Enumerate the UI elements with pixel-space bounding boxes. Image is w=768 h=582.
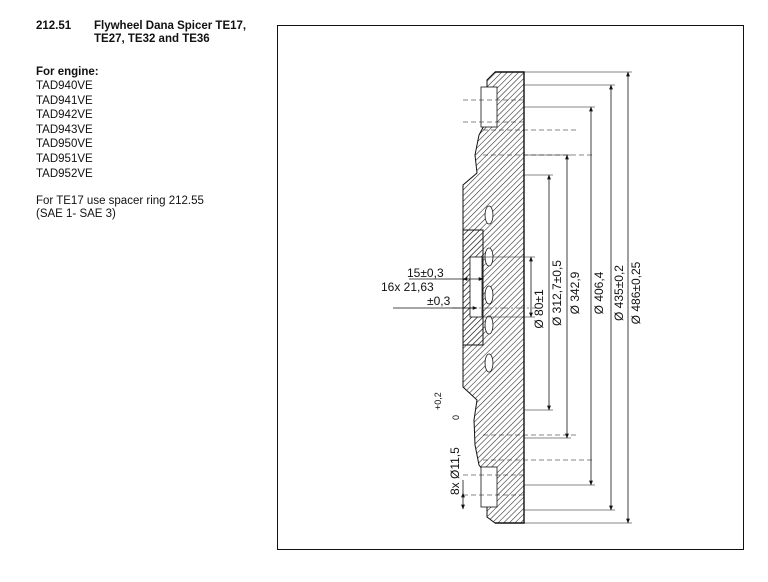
section-title: Flywheel Dana Spicer TE17, TE27, TE32 an… bbox=[94, 20, 268, 46]
section-title-line2: TE27, TE32 and TE36 bbox=[94, 33, 210, 45]
hub-bore bbox=[469, 256, 483, 318]
drawing-frame bbox=[277, 25, 744, 550]
engine-item: TAD943VE bbox=[36, 123, 93, 136]
ring-gear-bottom bbox=[480, 466, 498, 508]
dim-bolt-tol-lower: 0 bbox=[451, 415, 461, 420]
dim-holes-tol: ±0,3 bbox=[427, 294, 451, 308]
technical-drawing: Ø 80±1 Ø 312,7±0,5 Ø 342,9 Ø 406,4 Ø 435… bbox=[277, 25, 744, 550]
dimension-lines bbox=[529, 71, 630, 524]
engine-heading: For engine: bbox=[36, 66, 99, 78]
engine-item: TAD940VE bbox=[36, 80, 93, 92]
engine-item: TAD952VE bbox=[36, 167, 93, 180]
dim-bolt-tol-upper: +0,2 bbox=[433, 392, 443, 410]
dim-d312: Ø 312,7±0,5 bbox=[550, 260, 564, 326]
engine-item: TAD942VE bbox=[36, 109, 93, 122]
engine-item: TAD951VE bbox=[36, 152, 93, 165]
web-openings bbox=[484, 205, 494, 373]
hidden-lines bbox=[463, 99, 592, 496]
dim-holes-count: 16x 21,63 bbox=[381, 280, 434, 294]
engine-item: TAD941VE bbox=[36, 94, 93, 107]
extension-lines bbox=[483, 71, 632, 524]
drawing-svg: Ø 80±1 Ø 312,7±0,5 Ø 342,9 Ø 406,4 Ø 435… bbox=[277, 25, 744, 550]
dim-offset: 15±0,3 bbox=[407, 266, 444, 280]
dim-d406: Ø 406,4 bbox=[592, 271, 606, 314]
dim-bolt-holes: 8x Ø11,5 bbox=[448, 447, 462, 495]
ring-gear-top bbox=[480, 86, 498, 128]
section-number: 212.51 bbox=[36, 20, 72, 32]
spacer-note: For TE17 use spacer ring 212.55 (SAE 1- … bbox=[36, 195, 204, 221]
engine-list: TAD940VE TAD941VE TAD942VE TAD943VE TAD9… bbox=[36, 79, 268, 181]
text-column: 212.51 Flywheel Dana Spicer TE17, TE27, … bbox=[36, 20, 268, 221]
flywheel-face bbox=[495, 71, 525, 524]
section-title-line1: Flywheel Dana Spicer TE17, bbox=[94, 20, 247, 32]
engine-item: TAD950VE bbox=[36, 138, 93, 151]
dim-d435: Ø 435±0,2 bbox=[612, 265, 626, 321]
section-heading: 212.51 Flywheel Dana Spicer TE17, TE27, … bbox=[36, 20, 268, 46]
dim-d342: Ø 342,9 bbox=[568, 271, 582, 314]
dim-d80: Ø 80±1 bbox=[532, 289, 546, 329]
dim-d486: Ø 486±0,25 bbox=[629, 261, 643, 324]
